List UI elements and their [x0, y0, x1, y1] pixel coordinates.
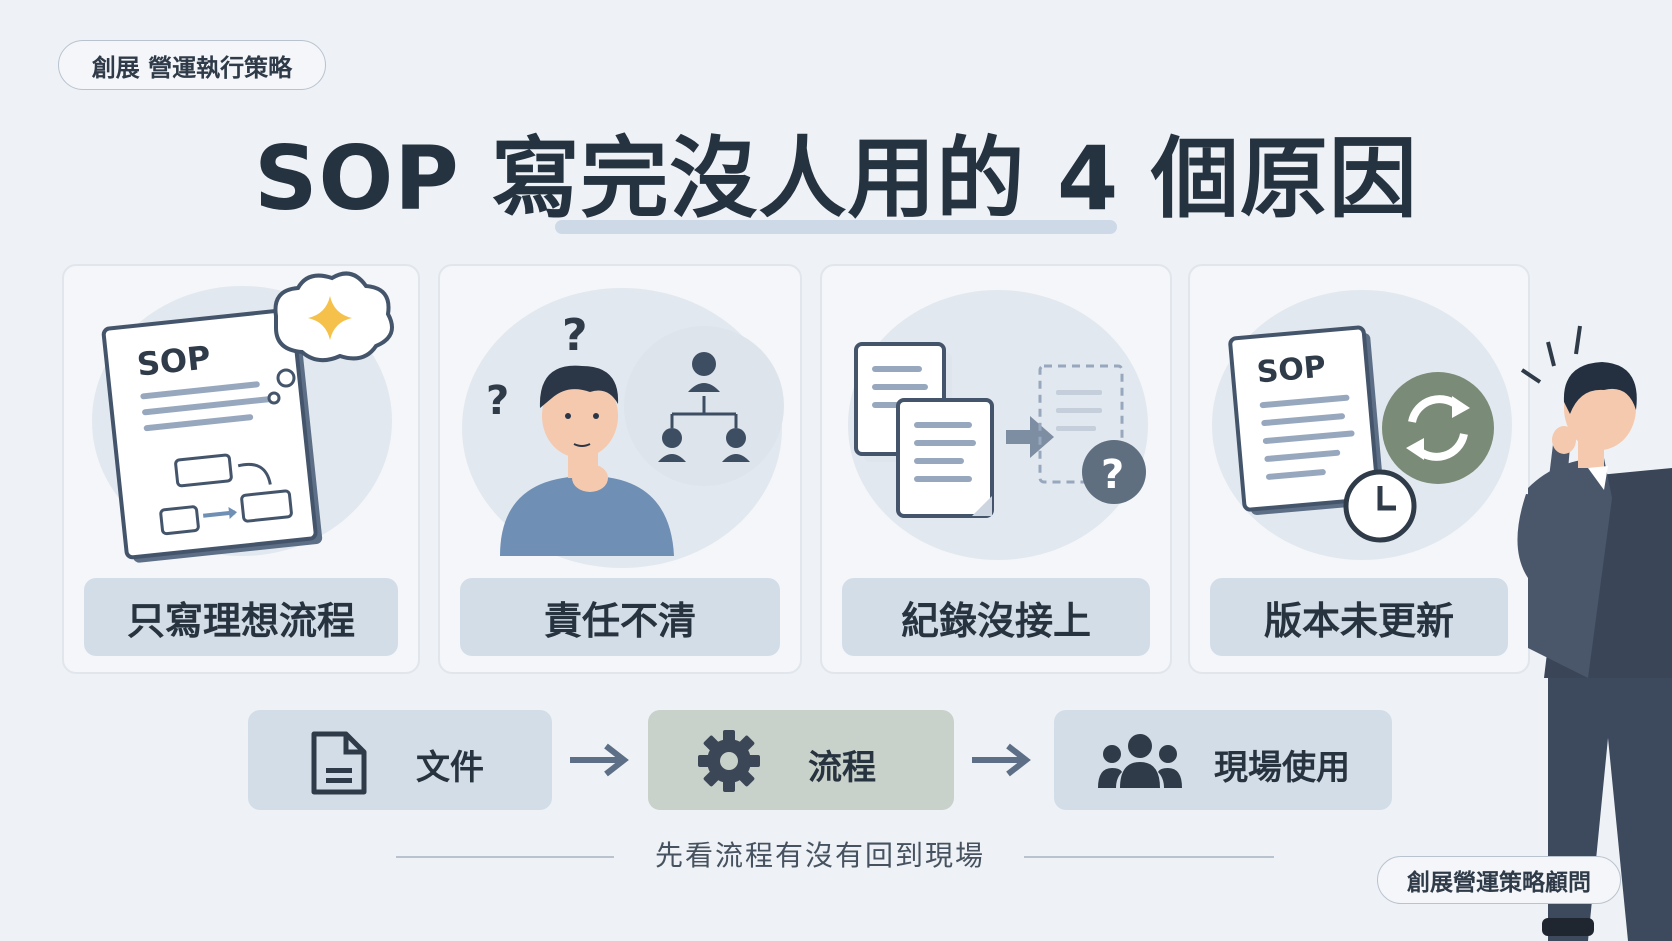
sop-outdated-refresh-icon: SOP [1228, 325, 1494, 543]
flow-step-process: 流程 [648, 710, 954, 810]
sop-document-thought-icon: SOP [101, 271, 394, 563]
confused-person-org-chart-icon: ? ? [486, 310, 784, 556]
reason-label-3: 紀錄沒接上 [842, 578, 1150, 656]
flow-step-document: 文件 [248, 710, 552, 810]
divider-left [396, 856, 614, 858]
document-icon [311, 731, 367, 795]
arrow-right-icon [570, 743, 629, 777]
reason-label-4: 版本未更新 [1210, 578, 1508, 656]
flow-label-process: 流程 [808, 748, 876, 788]
documents-missing-record-icon: ? [854, 342, 1146, 518]
reason-card-4: SOP 版本未更新 [1188, 264, 1530, 674]
reason-label-2: 責任不清 [460, 578, 780, 656]
reason-card-2: ? ? 責任不清 [438, 264, 802, 674]
category-tag: 創展 營運執行策略 [58, 40, 326, 90]
reason-label-1: 只寫理想流程 [84, 578, 398, 656]
thinking-businessman-icon [1517, 325, 1672, 941]
sop-doc-label: SOP [135, 338, 212, 383]
gear-icon [698, 730, 760, 792]
flow-label-document: 文件 [416, 748, 484, 788]
flow-step-onsite-use: 現場使用 [1054, 710, 1392, 810]
arrow-right-icon [972, 743, 1031, 777]
divider-right [1024, 856, 1274, 858]
page-title: SOP 寫完沒人用的 4 個原因 [254, 127, 1418, 230]
svg-text:?: ? [486, 378, 509, 424]
sop-doc-label: SOP [1255, 350, 1327, 391]
people-group-icon [1098, 734, 1182, 788]
flow-label-onsite-use: 現場使用 [1214, 748, 1350, 788]
svg-text:?: ? [562, 310, 588, 361]
svg-text:?: ? [1101, 452, 1124, 498]
footer-note: 先看流程有沒有回到現場 [654, 839, 985, 872]
reason-card-3: ? 紀錄沒接上 [820, 264, 1172, 674]
reason-card-1: SOP 只寫理想流程 [62, 264, 420, 674]
brand-tag: 創展營運策略顧問 [1377, 856, 1621, 904]
title-underline [555, 220, 1117, 234]
